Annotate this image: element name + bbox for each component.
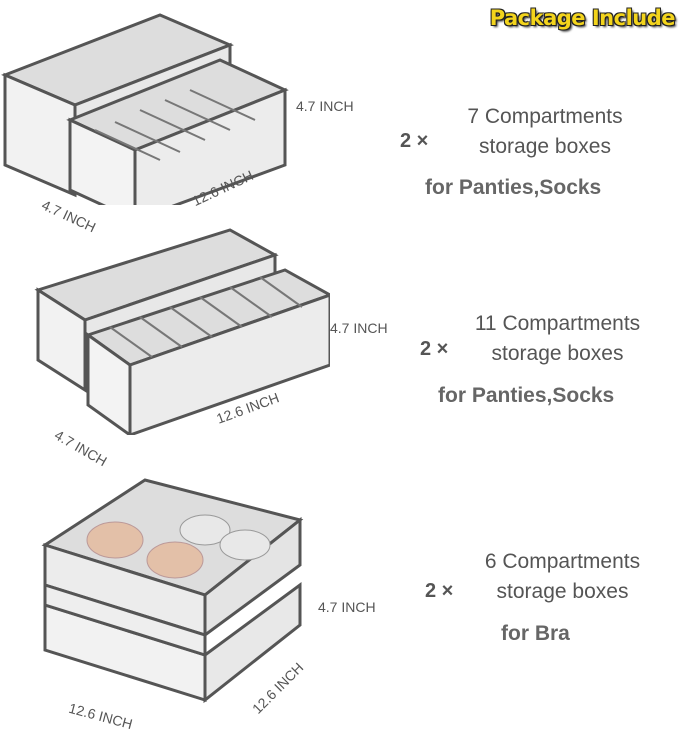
compartments: 6 Compartments [484,550,641,573]
compartments: 11 Compartments [474,312,641,335]
quantity: 2 × [425,580,454,602]
usage: for Panties,Socks [438,384,615,407]
compartments: 7 Compartments [467,105,623,128]
description: 11 Compartments storage boxes [450,309,665,369]
six-compartment-boxes-image [41,478,304,704]
usage: for Bra [501,622,570,645]
description: 7 Compartments storage boxes [440,102,650,162]
storage-boxes: storage boxes [491,342,624,365]
height-label: 4.7 INCH [330,320,388,336]
storage-boxes: storage boxes [496,580,629,603]
package-include-title: Package Include [489,6,676,30]
description: 6 Compartments storage boxes [455,547,670,607]
seven-compartment-boxes-image [1,13,289,205]
quantity: 2 × [420,338,449,360]
storage-boxes: storage boxes [479,135,611,158]
quantity: 2 × [400,130,429,152]
usage: for Panties,Socks [425,176,602,199]
eleven-compartment-boxes-image [34,228,330,435]
height-label: 4.7 INCH [296,98,354,114]
height-label: 4.7 INCH [318,599,376,615]
